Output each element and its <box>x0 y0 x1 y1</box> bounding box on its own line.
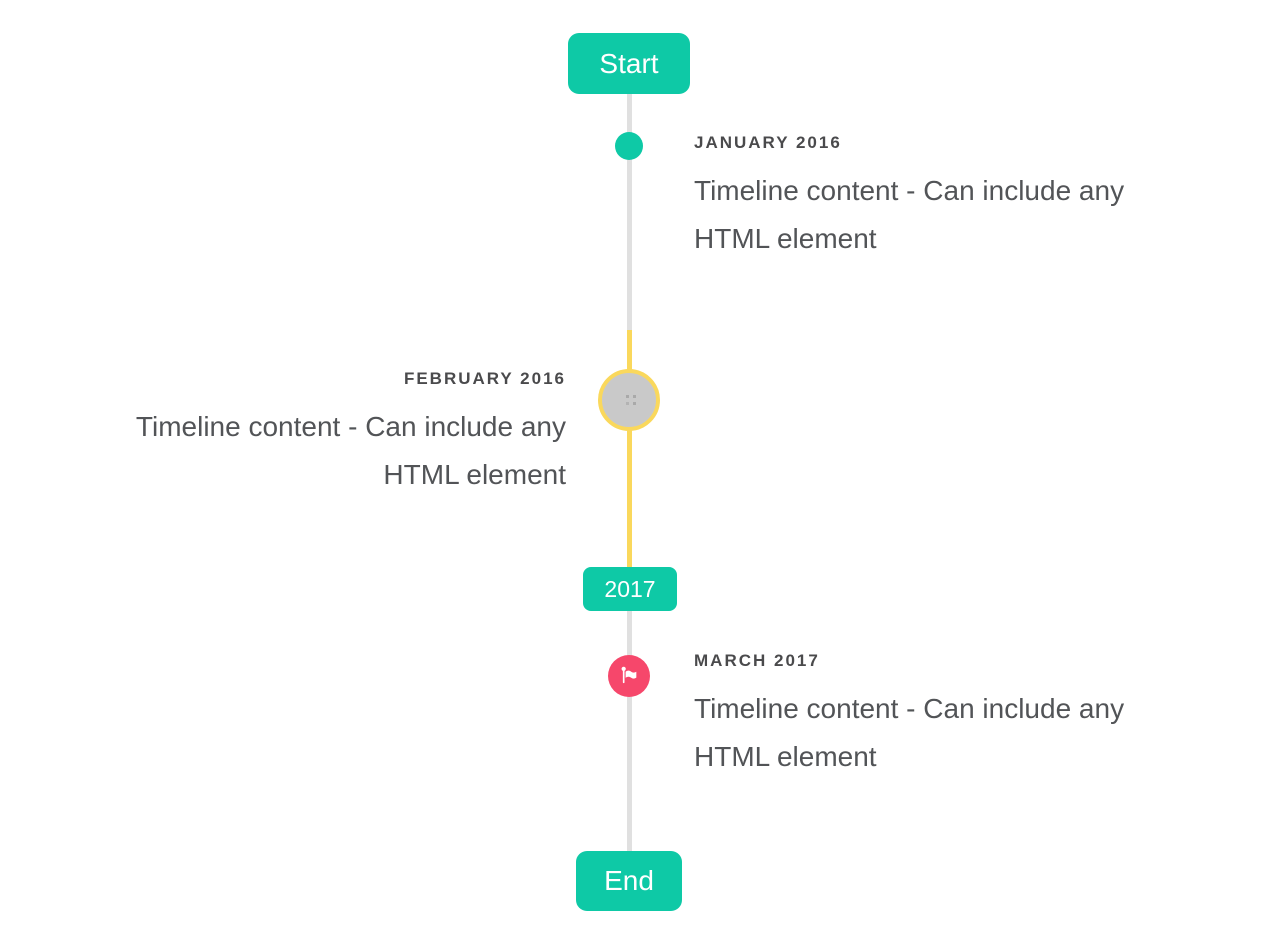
entry-content-january: Timeline content - Can include any HTML … <box>694 175 1125 254</box>
entry-content-march: Timeline content - Can include any HTML … <box>694 693 1125 772</box>
timeline-year-badge: 2017 <box>583 567 677 611</box>
timeline-entry-march: MARCH 2017 Timeline content - Can includ… <box>694 650 1204 781</box>
timeline-entry-january: JANUARY 2016 Timeline content - Can incl… <box>694 132 1204 263</box>
marker-image-february <box>598 369 660 431</box>
broken-image-icon <box>626 395 629 398</box>
marker-dot-january <box>615 132 643 160</box>
flag-icon <box>621 666 637 684</box>
entry-title-march: MARCH 2017 <box>694 651 820 670</box>
timeline-line-highlight-segment <box>627 330 632 567</box>
entry-content-february: Timeline content - Can include any HTML … <box>135 411 566 490</box>
marker-flag-march <box>608 655 650 697</box>
timeline-start-badge: Start <box>568 33 690 94</box>
entry-title-february: FEBRUARY 2016 <box>403 369 566 388</box>
timeline-end-badge: End <box>576 851 682 911</box>
timeline-entry-february: FEBRUARY 2016 Timeline content - Can inc… <box>56 368 566 499</box>
entry-title-january: JANUARY 2016 <box>694 133 842 152</box>
